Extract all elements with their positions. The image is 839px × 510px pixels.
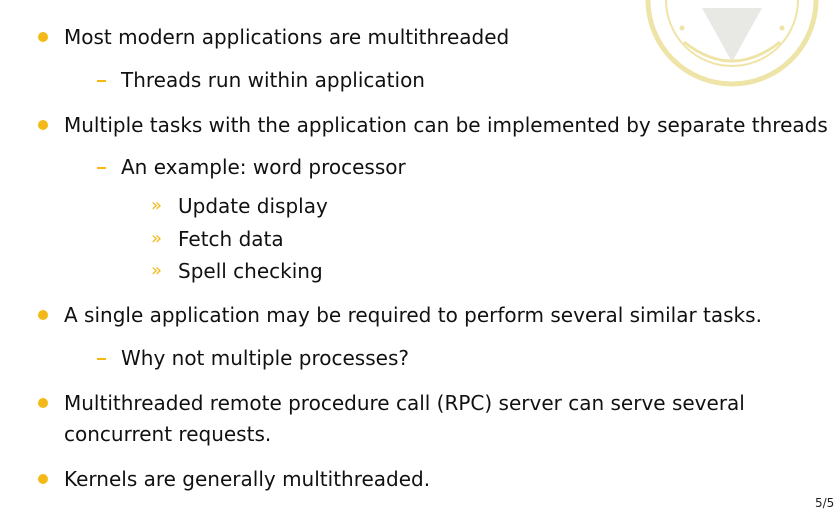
bullet-item: Multiple tasks with the application can … (64, 113, 828, 137)
bullet-raquo-icon: » (151, 228, 163, 249)
bullet-item-continuation: concurrent requests. (64, 422, 272, 446)
bullet-dot-icon (38, 398, 48, 408)
sub-sub-bullet-item: Fetch data (178, 227, 284, 251)
bullet-raquo-icon: » (151, 195, 163, 216)
bullet-raquo-icon: » (151, 260, 163, 281)
bullet-item: A single application may be required to … (64, 303, 762, 327)
bullet-dot-icon (38, 120, 48, 130)
bullet-item: Most modern applications are multithread… (64, 25, 510, 49)
sub-sub-bullet-item: Spell checking (178, 259, 323, 283)
sub-bullet-item: Threads run within application (121, 68, 425, 92)
bullet-dot-icon (38, 32, 48, 42)
sub-bullet-item: Why not multiple processes? (121, 346, 409, 370)
sub-bullet-item: An example: word processor (121, 155, 406, 179)
sub-sub-bullet-item: Update display (178, 194, 328, 218)
page-number: 5/5 (815, 496, 835, 510)
bullet-dash-icon (97, 358, 106, 360)
bullet-dash-icon (97, 80, 106, 82)
bullet-item: Multithreaded remote procedure call (RPC… (64, 391, 745, 415)
bullet-dot-icon (38, 310, 48, 320)
bullet-item: Kernels are generally multithreaded. (64, 467, 431, 491)
bullet-dash-icon (97, 167, 106, 169)
bullet-dot-icon (38, 474, 48, 484)
